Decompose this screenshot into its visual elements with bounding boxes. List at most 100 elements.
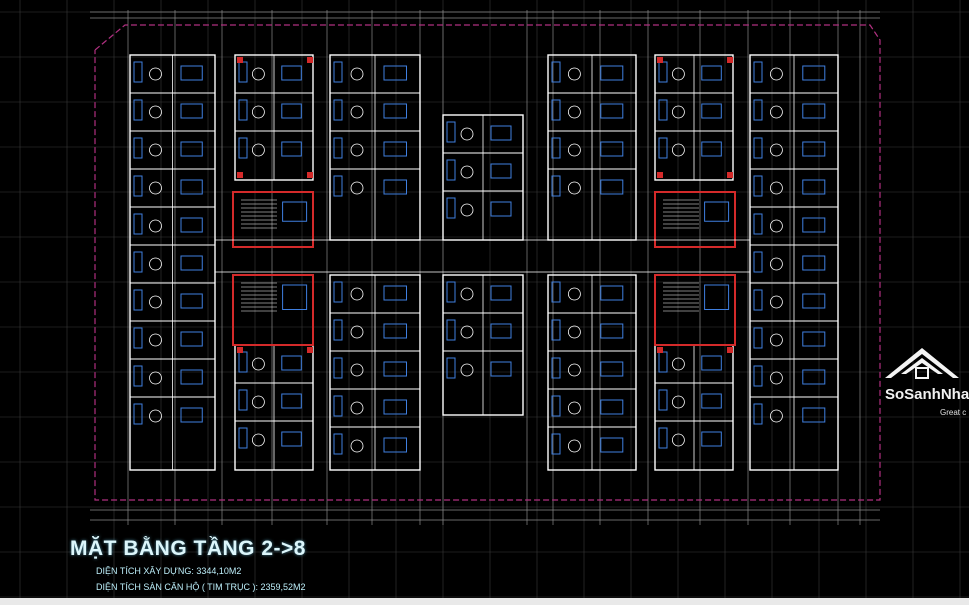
fixture bbox=[460, 287, 474, 301]
bathroom bbox=[383, 437, 407, 453]
kitchen bbox=[238, 99, 248, 121]
kitchen bbox=[133, 403, 143, 425]
kitchen bbox=[238, 389, 248, 411]
fixture bbox=[149, 409, 162, 423]
bathroom bbox=[383, 179, 407, 195]
kitchen bbox=[133, 327, 143, 349]
kitchen bbox=[753, 251, 763, 273]
kitchen bbox=[658, 99, 668, 121]
column bbox=[237, 57, 243, 63]
fixture bbox=[350, 143, 364, 157]
bathroom bbox=[383, 285, 407, 301]
bathroom bbox=[180, 407, 203, 423]
kitchen bbox=[133, 99, 143, 121]
bathroom bbox=[383, 65, 407, 81]
bathroom bbox=[490, 163, 512, 179]
bathroom bbox=[600, 103, 624, 119]
fixture bbox=[770, 219, 783, 233]
kitchen bbox=[753, 365, 763, 387]
kitchen bbox=[238, 351, 248, 373]
bathroom bbox=[180, 65, 203, 81]
bathroom bbox=[600, 141, 624, 157]
elevator bbox=[282, 284, 308, 310]
fixture bbox=[770, 295, 783, 309]
bathroom bbox=[802, 179, 826, 195]
fixture bbox=[149, 181, 162, 195]
column bbox=[237, 347, 243, 353]
fixture bbox=[672, 357, 685, 371]
kitchen bbox=[446, 281, 456, 303]
bathroom bbox=[180, 293, 203, 309]
fixture bbox=[568, 439, 581, 453]
column bbox=[727, 172, 733, 178]
elevator bbox=[704, 201, 730, 222]
column bbox=[657, 57, 663, 63]
bathroom bbox=[802, 217, 826, 233]
bathroom bbox=[600, 361, 624, 377]
fixture bbox=[770, 143, 783, 157]
fixture bbox=[251, 357, 265, 371]
kitchen bbox=[551, 433, 561, 455]
kitchen bbox=[333, 137, 343, 159]
kitchen bbox=[658, 61, 668, 83]
column bbox=[237, 172, 243, 178]
fixture bbox=[460, 363, 474, 377]
column bbox=[727, 347, 733, 353]
kitchen bbox=[133, 137, 143, 159]
kitchen bbox=[658, 137, 668, 159]
bathroom bbox=[802, 141, 826, 157]
kitchen bbox=[446, 319, 456, 341]
bathroom bbox=[281, 141, 302, 157]
kitchen bbox=[753, 99, 763, 121]
bathroom bbox=[802, 255, 826, 271]
fixture bbox=[770, 181, 783, 195]
bathroom bbox=[180, 331, 203, 347]
bottom-scrollbar[interactable] bbox=[0, 598, 969, 605]
bathroom bbox=[600, 285, 624, 301]
column bbox=[657, 347, 663, 353]
kitchen bbox=[753, 61, 763, 83]
kitchen bbox=[753, 289, 763, 311]
kitchen bbox=[333, 319, 343, 341]
kitchen bbox=[238, 427, 248, 449]
column bbox=[307, 172, 313, 178]
kitchen bbox=[551, 175, 561, 197]
kitchen bbox=[551, 137, 561, 159]
kitchen bbox=[446, 159, 456, 181]
bathroom bbox=[802, 293, 826, 309]
kitchen bbox=[753, 403, 763, 425]
fixture bbox=[350, 363, 364, 377]
fixture bbox=[672, 433, 685, 447]
fixture bbox=[350, 67, 364, 81]
fixture bbox=[568, 401, 581, 415]
bathroom bbox=[180, 141, 203, 157]
bathroom bbox=[383, 323, 407, 339]
bathroom bbox=[383, 141, 407, 157]
bathroom bbox=[281, 393, 302, 409]
bathroom bbox=[180, 179, 203, 195]
bathroom bbox=[600, 179, 624, 195]
fixture bbox=[568, 181, 581, 195]
fixture bbox=[770, 105, 783, 119]
bathroom bbox=[383, 361, 407, 377]
fixture bbox=[672, 67, 685, 81]
fixture bbox=[672, 395, 685, 409]
kitchen bbox=[333, 175, 343, 197]
fixture bbox=[350, 401, 364, 415]
kitchen bbox=[238, 61, 248, 83]
fixture bbox=[149, 333, 162, 347]
kitchen bbox=[133, 175, 143, 197]
fixture bbox=[350, 439, 364, 453]
bathroom bbox=[383, 399, 407, 415]
bathroom bbox=[490, 361, 512, 377]
kitchen bbox=[133, 61, 143, 83]
bathroom bbox=[281, 355, 302, 371]
fixture bbox=[251, 395, 265, 409]
fixture bbox=[350, 287, 364, 301]
bathroom bbox=[802, 369, 826, 385]
fixture bbox=[350, 181, 364, 195]
fixture bbox=[149, 257, 162, 271]
bathroom bbox=[701, 431, 722, 447]
